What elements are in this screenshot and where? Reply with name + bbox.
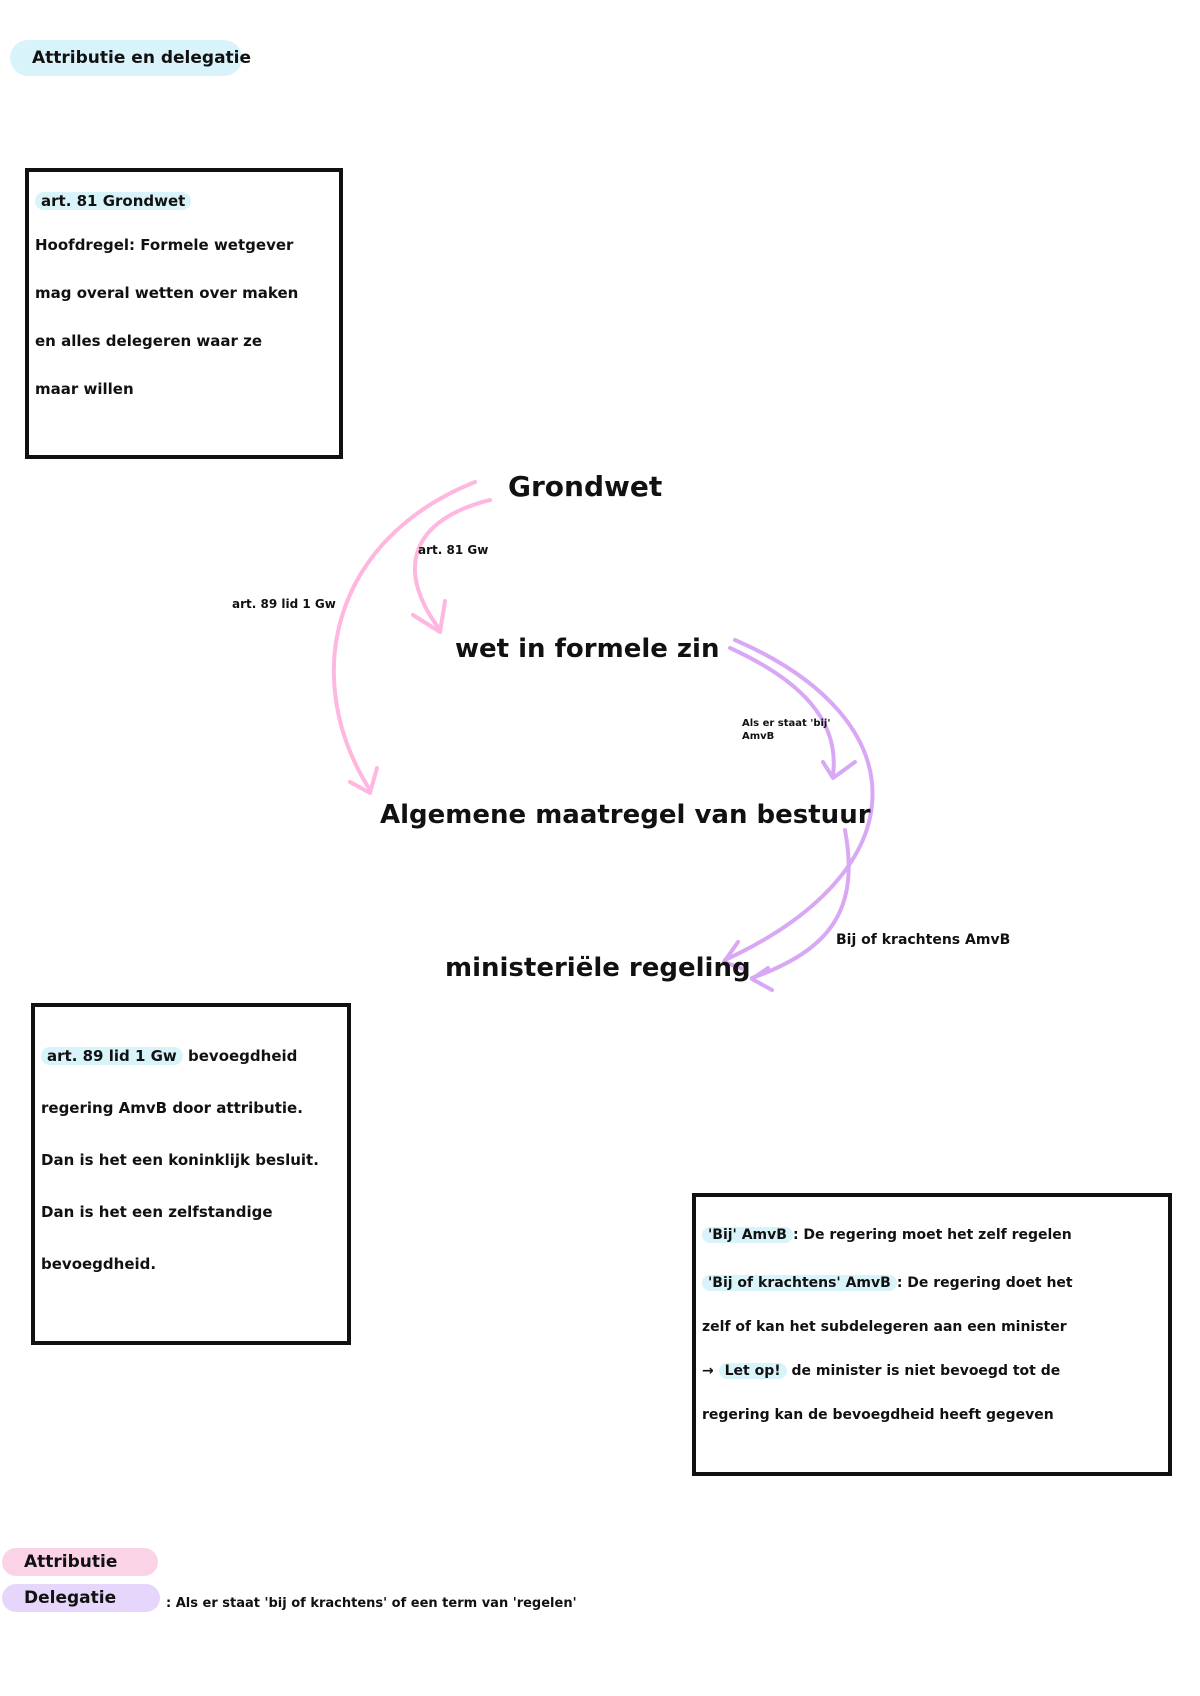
legend-delegatie: Delegatie [2, 1584, 160, 1612]
label-bij-amvb-text: Als er staat 'bij' AmvB [742, 718, 831, 742]
box-art89-line-2: regering AmvB door attributie. [41, 1099, 303, 1117]
box-right-line2: : De regering doet het [896, 1275, 1073, 1291]
box-right-let-op: Let op! [718, 1363, 787, 1379]
arrow-art89 [331, 480, 477, 792]
arrow-bij-amvb [728, 646, 836, 777]
box-art89-line-1: bevoegdheid [188, 1047, 298, 1065]
box-art81-line-1: Hoofdregel: Formele wetgever [35, 236, 294, 254]
box-art89-line-4: Dan is het een zelfstandige [41, 1203, 273, 1221]
box-right-line5: regering kan de bevoegdheid heeft gegeve… [702, 1407, 1054, 1423]
arrow-art81-head [411, 599, 447, 634]
box-art81-line-4: maar willen [35, 380, 134, 398]
box-right-line2-highlight: 'Bij of krachtens' AmvB [702, 1275, 897, 1291]
box-art81-line-3: en alles delegeren waar ze [35, 332, 263, 350]
node-ministeriele-regeling: ministeriële regeling [445, 953, 751, 983]
node-amvb: Algemene maatregel van bestuur [380, 800, 871, 830]
node-wet-formele-zin: wet in formele zin [455, 634, 720, 664]
label-art89: art. 89 lid 1 Gw [232, 597, 336, 611]
box-right-line1: : De regering moet het zelf regelen [792, 1227, 1072, 1243]
box-art81-heading: art. 81 Grondwet [35, 192, 192, 210]
box-art89: art. 89 lid 1 Gw bevoegdheid regering Am… [31, 1003, 351, 1345]
box-art81: art. 81 Grondwet Hoofdregel: Formele wet… [25, 168, 343, 459]
legend-note: : Als er staat 'bij of krachtens' of een… [166, 1596, 577, 1611]
box-right-line1-highlight: 'Bij' AmvB [702, 1227, 793, 1243]
box-art81-line-2: mag overal wetten over maken [35, 284, 299, 302]
label-bij-amvb: Als er staat 'bij' AmvB [742, 717, 832, 743]
label-art81: art. 81 Gw [418, 543, 489, 557]
box-right-line4: de minister is niet bevoegd tot de [786, 1363, 1061, 1379]
arrow-amvb-ministeriele-head [750, 966, 774, 992]
arrow-art81 [413, 498, 492, 632]
arrow-wet-ministeriele-head [722, 940, 748, 972]
node-grondwet: Grondwet [508, 470, 663, 503]
arrow-art89-head [348, 766, 379, 795]
legend-attributie: Attributie [2, 1548, 158, 1576]
label-bij-krachtens: Bij of krachtens AmvB [836, 932, 1011, 948]
arrow-wet-ministeriele [723, 638, 875, 962]
box-right-line3: zelf of kan het subdelegeren aan een min… [702, 1319, 1067, 1335]
page-title: Attributie en delegatie [10, 40, 251, 76]
arrow-bij-amvb-head [821, 760, 857, 780]
arrow-amvb-ministeriele [750, 828, 851, 980]
box-art89-heading: art. 89 lid 1 Gw [41, 1047, 183, 1065]
page-title-text: Attributie en delegatie [32, 48, 252, 68]
box-art89-line-3: Dan is het een koninklijk besluit. [41, 1151, 319, 1169]
legend-attributie-label: Attributie [24, 1552, 118, 1572]
arrow-right-icon: → [702, 1363, 714, 1379]
box-art89-line-5: bevoegdheid. [41, 1255, 157, 1273]
box-bij-krachtens: 'Bij' AmvB: De regering moet het zelf re… [692, 1193, 1172, 1476]
legend-delegatie-label: Delegatie [24, 1588, 117, 1608]
